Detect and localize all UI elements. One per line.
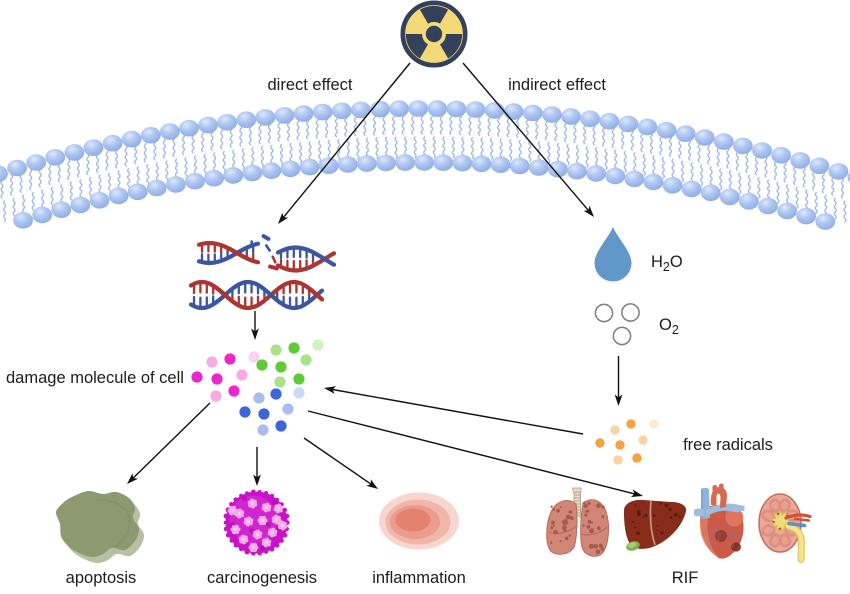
- svg-text:free radicals: free radicals: [683, 436, 773, 454]
- svg-text:damage molecule of cell: damage molecule of cell: [6, 369, 184, 387]
- svg-text:carcinogenesis: carcinogenesis: [207, 569, 317, 587]
- svg-text:apoptosis: apoptosis: [66, 569, 137, 587]
- svg-text:H2O: H2O: [651, 253, 683, 274]
- svg-text:direct effect: direct effect: [268, 76, 353, 94]
- svg-text:RIF: RIF: [672, 569, 699, 587]
- svg-text:inflammation: inflammation: [372, 569, 466, 587]
- svg-text:indirect effect: indirect effect: [508, 76, 606, 94]
